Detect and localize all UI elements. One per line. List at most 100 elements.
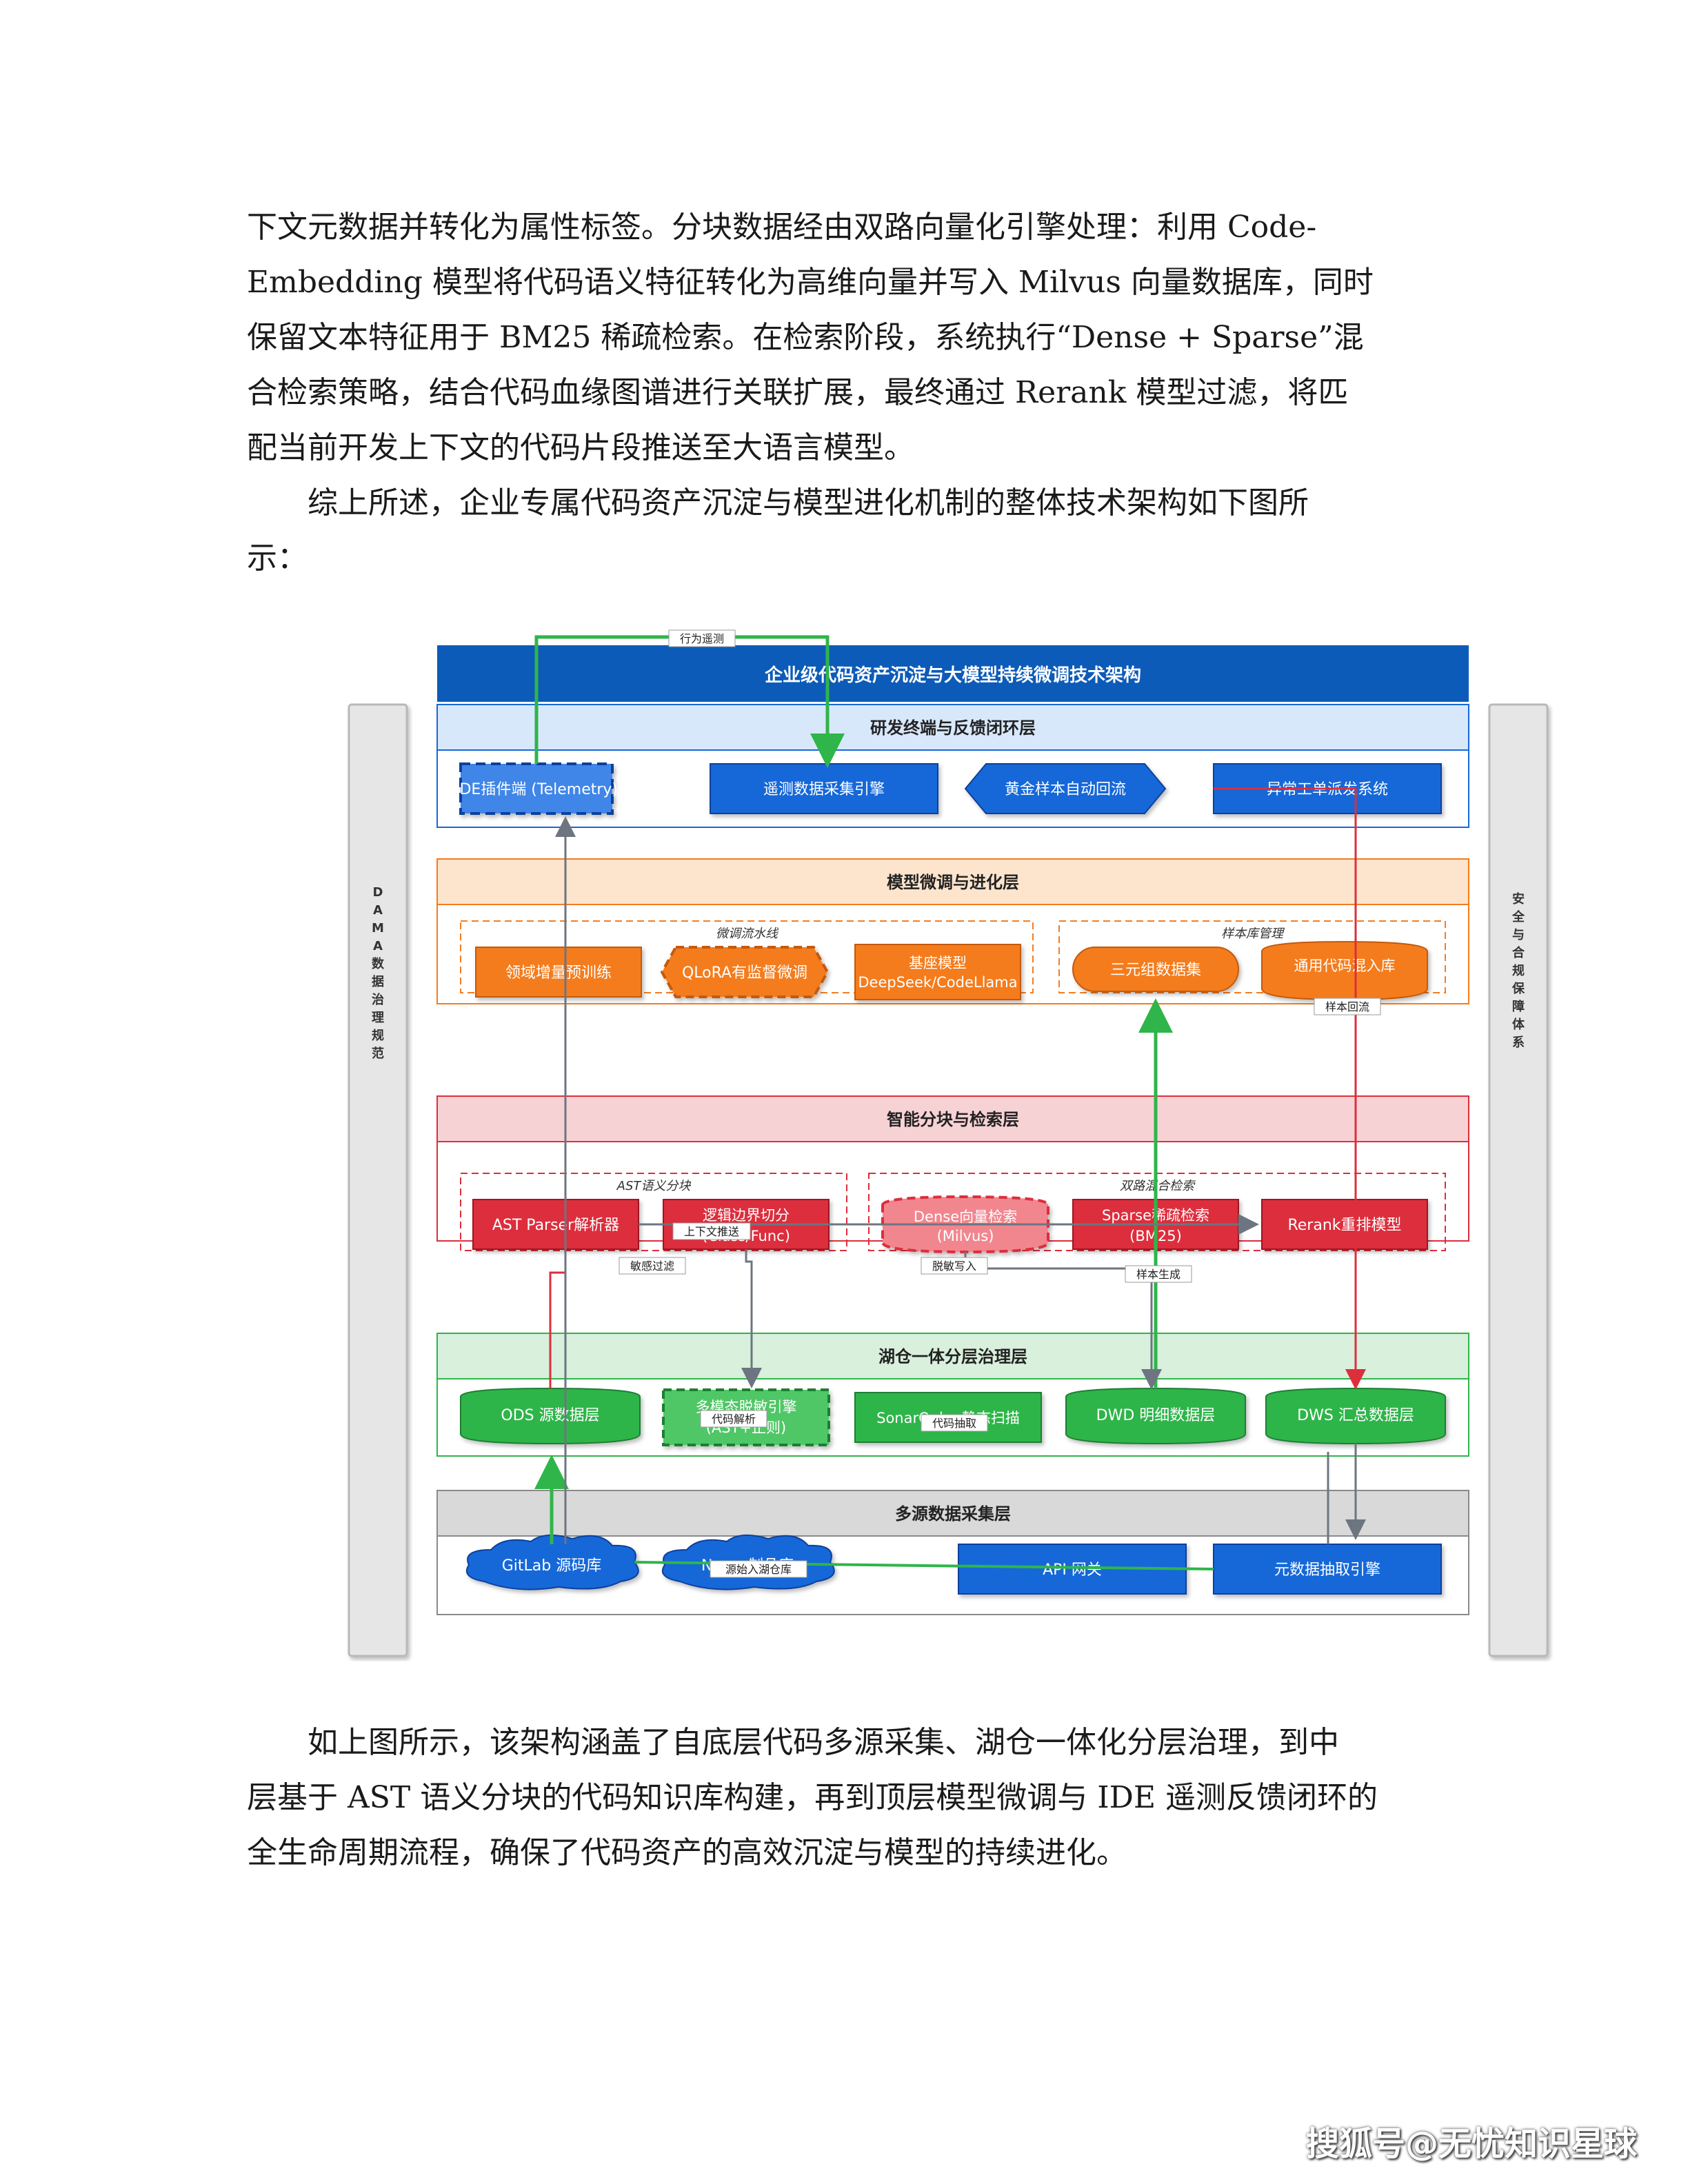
pillar-char: 合	[1512, 945, 1525, 960]
pillar-char: 体	[1512, 1017, 1525, 1032]
node-label: Rerank重排模型	[1287, 1217, 1401, 1234]
pillar-char: 障	[1512, 999, 1525, 1014]
right-pillar	[1488, 703, 1549, 1657]
text-line: 综上所述，企业专属代码资产沉淀与模型进化机制的整体技术架构如下图所	[308, 485, 1309, 520]
pillar-char: 治	[372, 992, 384, 1007]
node-label: DWS 汇总数据层	[1297, 1407, 1414, 1424]
node-label: AST Parser解析器	[492, 1217, 619, 1234]
edge-label: 行为遥测	[680, 632, 724, 645]
text-line: 合检索策略，结合代码血缘图谱进行关联扩展，最终通过 Rerank 模型过滤，将匹	[247, 375, 1349, 410]
node-label: ODS 源数据层	[501, 1407, 599, 1424]
layer-header	[436, 704, 1469, 751]
node-base-model	[854, 944, 1021, 1000]
layer-header	[436, 858, 1469, 905]
edge-label: 敏感过滤	[630, 1260, 674, 1273]
node-rerank	[1261, 1199, 1428, 1250]
text-line: 示：	[247, 540, 308, 576]
pillar-char: 数	[372, 956, 385, 971]
layer-title: 研发终端与反馈闭环层	[870, 718, 1036, 738]
node-golden-sample	[964, 763, 1167, 814]
pillar-char: 安	[1512, 891, 1525, 907]
text-line: 保留文本特征用于 BM25 稀疏检索。在检索阶段，系统执行“Dense + Sp…	[247, 320, 1364, 355]
node-label: 遥测数据采集引擎	[763, 781, 885, 798]
node-dwd	[1065, 1387, 1246, 1445]
node-pretrain	[475, 947, 642, 998]
edge-label: 样本生成	[1136, 1268, 1180, 1281]
pillar-char: A	[373, 903, 383, 918]
pillar-char: 保	[1511, 981, 1525, 996]
edge-label: 脱敏写入	[932, 1260, 976, 1273]
node-label: API 网关	[1043, 1561, 1102, 1579]
node-label: 三元组数据集	[1110, 962, 1201, 979]
pillar-char: 规	[1512, 964, 1525, 978]
diagram-title: 企业级代码资产沉淀与大模型持续微调技术架构	[765, 665, 1141, 686]
layer-title: 多源数据采集层	[895, 1504, 1011, 1524]
node-telemetry-engine	[710, 763, 938, 814]
pillar-char: 系	[1512, 1035, 1525, 1050]
node-triple-dataset	[1072, 947, 1239, 992]
text-line: 层基于 AST 语义分块的代码知识库构建，再到顶层模型微调与 IDE 遥测反馈闭…	[247, 1780, 1378, 1815]
node-ide-plugin	[459, 762, 614, 815]
node-label: Dense向量检索	[914, 1209, 1017, 1225]
node-label: GitLab 源码库	[502, 1557, 601, 1575]
edge-label: 代码解析	[712, 1413, 756, 1426]
edge-ticket	[1214, 787, 1366, 1390]
pillar-char: 范	[372, 1046, 384, 1061]
node-label: 领域增量预训练	[505, 964, 612, 982]
node-label: 元数据抽取引擎	[1274, 1561, 1380, 1579]
node-label: IDE插件端 (Telemetry)	[455, 781, 618, 798]
pillar-char: M	[372, 921, 384, 936]
node-label: 黄金样本自动回流	[1005, 781, 1126, 798]
text-line: 下文元数据并转化为属性标签。分块数据经由双路向量化引擎处理：利用 Code-	[247, 210, 1317, 245]
node-general-code-db	[1261, 940, 1428, 1001]
layer-header	[436, 1333, 1469, 1379]
pillar-char: 与	[1512, 928, 1525, 942]
node-gitlab	[465, 1534, 639, 1590]
group-box	[460, 1173, 847, 1251]
node-qlora	[660, 946, 830, 998]
node-label: DeepSeek/CodeLlama	[858, 974, 1017, 991]
edge-label: 上下文推送	[684, 1225, 739, 1238]
watermark: 搜狐号@无忧知识星球	[1305, 2125, 1637, 2163]
edge-label: 代码抽取	[932, 1417, 976, 1430]
layer-header	[436, 1095, 1469, 1142]
paragraph-conclusion: 如上图所示，该架构涵盖了自底层代码多源采集、湖仓一体化分层治理，到中 层基于 A…	[247, 1715, 1433, 1881]
group-label: AST语义分块	[616, 1179, 692, 1193]
pillar-char: D	[373, 885, 383, 900]
text-line: 如上图所示，该架构涵盖了自底层代码多源采集、湖仓一体化分层治理，到中	[308, 1725, 1339, 1760]
node-label: 基座模型	[909, 955, 967, 971]
edge-label: 源始入湖仓库	[725, 1563, 792, 1576]
paragraph-summary: 综上所述，企业专属代码资产沉淀与模型进化机制的整体技术架构如下图所 示：	[247, 476, 1433, 586]
layer-title: 模型微调与进化层	[887, 873, 1019, 892]
pillar-char: 理	[372, 1011, 384, 1025]
node-label: 逻辑边界切分	[703, 1207, 790, 1224]
layer-header	[436, 1490, 1469, 1537]
edge-parse	[549, 1271, 565, 1388]
text-line: 全生命周期流程，确保了代码资产的高效沉淀与模型的持续进化。	[247, 1835, 1127, 1870]
node-metadata-extract	[1213, 1544, 1442, 1595]
group-label: 双路混合检索	[1120, 1179, 1196, 1193]
left-pillar	[348, 703, 408, 1657]
diagram-title-bar	[437, 645, 1469, 702]
pillar-char: 规	[372, 1029, 384, 1043]
node-dws	[1265, 1387, 1446, 1445]
node-label: (Milvus)	[937, 1228, 994, 1244]
text-line: Embedding 模型将代码语义特征转化为高维向量并写入 Milvus 向量数…	[247, 265, 1374, 300]
layer-title: 湖仓一体分层治理层	[878, 1347, 1027, 1366]
pillar-char: 全	[1511, 909, 1525, 924]
right-pillar-label: 安全与合规保障体系	[1511, 891, 1525, 1050]
node-label: 通用代码混入库	[1294, 958, 1396, 974]
paragraph-intro: 下文元数据并转化为属性标签。分块数据经由双路向量化引擎处理：利用 Code- E…	[247, 200, 1433, 476]
edge-desensitize	[741, 1249, 762, 1388]
node-label: DWD 明细数据层	[1096, 1407, 1216, 1424]
group-label: 样本库管理	[1221, 927, 1285, 941]
group-box	[1058, 920, 1446, 993]
pillar-char: A	[373, 939, 383, 953]
pillar-char: 据	[372, 974, 384, 989]
node-label: QLoRA有监督微调	[682, 964, 807, 982]
node-ods	[460, 1387, 641, 1445]
edge-label: 样本回流	[1325, 1000, 1369, 1013]
text-line: 配当前开发上下文的代码片段推送至大语言模型。	[247, 430, 914, 465]
